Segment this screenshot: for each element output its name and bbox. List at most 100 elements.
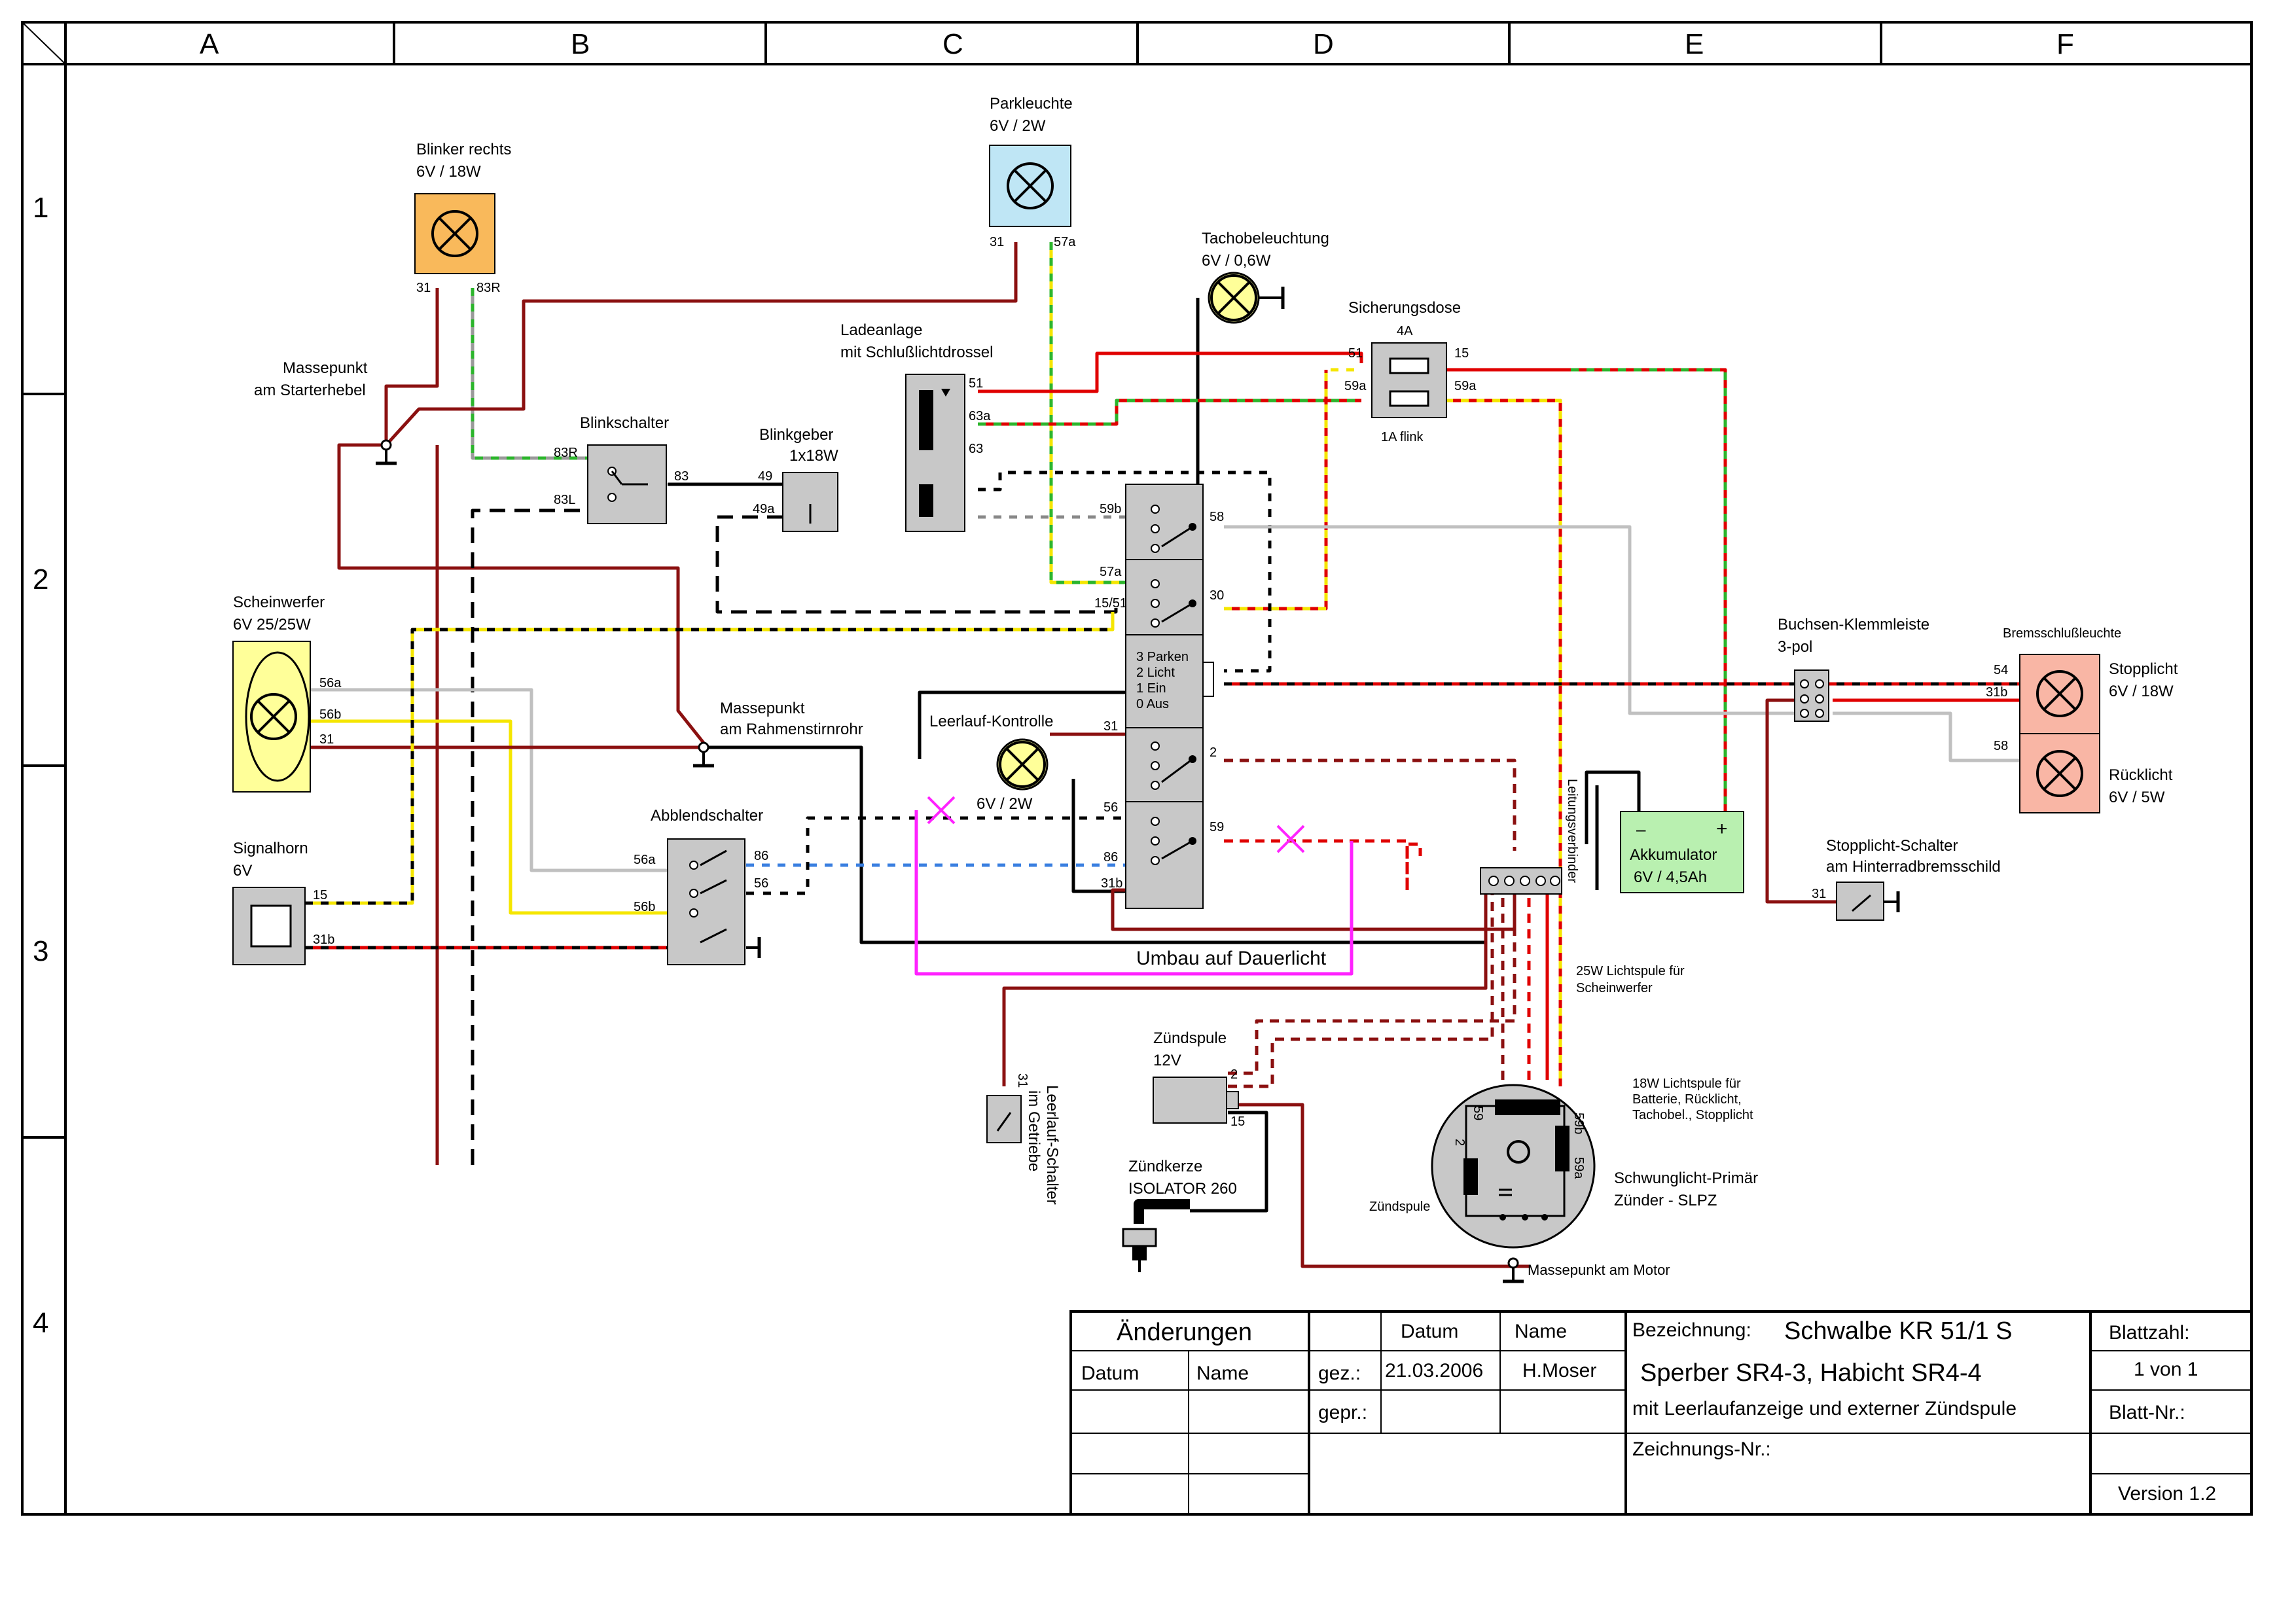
wire-blinker-rechts-ground xyxy=(384,288,439,445)
abblendschalter-t86: 86 xyxy=(754,849,768,863)
abblendschalter-box xyxy=(667,838,745,965)
wire-56 xyxy=(746,816,1140,895)
leerlauf-schalter-name2: im Getriebe xyxy=(1025,1090,1043,1171)
zuendschloss-legend-1: 1 Ein xyxy=(1136,681,1166,696)
leerlauf-schalter-box xyxy=(986,1095,1022,1143)
blinker-rechts-t83r: 83R xyxy=(476,281,501,295)
leerlauf-schalter-t31: 31 xyxy=(1015,1073,1030,1088)
zuendspule-t15: 15 xyxy=(1230,1115,1245,1129)
massepunkt-motor-node xyxy=(1507,1257,1519,1269)
wire-58 xyxy=(1224,525,1813,715)
blinkgeber-t49: 49 xyxy=(758,469,772,484)
signalhorn: Signalhorn 6V 15 31b xyxy=(232,840,334,965)
wire-coil-kerze xyxy=(1190,1111,1268,1213)
buchsen-name: Buchsen-Klemmleiste xyxy=(1778,616,1929,633)
slpz-t2: 2 xyxy=(1452,1139,1467,1146)
massepunkt-rahmen-name: Massepunkt xyxy=(720,700,805,717)
akku-minus: – xyxy=(1636,819,1646,839)
abblendschalter-t56a: 56a xyxy=(634,853,656,867)
wire-dauerlicht xyxy=(914,810,1354,976)
zuendschloss-t57a: 57a xyxy=(1100,565,1122,579)
fuse-4a-icon xyxy=(1389,357,1429,374)
tacho-rating: 6V / 0,6W xyxy=(1202,252,1271,270)
sicherung-t59a-l: 59a xyxy=(1344,379,1367,393)
buchsen-name2: 3-pol xyxy=(1778,638,1812,656)
umbau-label: Umbau auf Dauerlicht xyxy=(1136,948,1327,969)
wire-leerlauf-schalter xyxy=(1002,890,1488,1086)
wire-coil-15 xyxy=(1228,1103,1530,1268)
wires xyxy=(305,242,2020,1268)
wire-leerlauf-lamp xyxy=(918,690,1140,759)
abblendschalter-t56: 56 xyxy=(754,876,768,891)
slpz-name2: Zünder - SLPZ xyxy=(1614,1192,1717,1209)
zuendspule-name: Zündspule xyxy=(1153,1029,1227,1047)
zuendschloss-legend-0: 0 Aus xyxy=(1136,697,1169,711)
tachobeleuchtung: Tachobeleuchtung 6V / 0,6W xyxy=(1202,230,1329,324)
horn-icon xyxy=(250,904,292,948)
scheinwerfer-t56b: 56b xyxy=(319,707,341,722)
massepunkt-starter-ground-icon xyxy=(376,450,397,463)
slpz-t59a: 59a xyxy=(1571,1157,1586,1179)
blinker-rechts-t31: 31 xyxy=(416,281,431,295)
tb-aenderungen: Änderungen xyxy=(1117,1319,1252,1346)
zuendspule-rating: 12V xyxy=(1153,1052,1181,1069)
ladeanlage-core-icon xyxy=(919,390,933,450)
tb-title3: mit Leerlaufanzeige und externer Zündspu… xyxy=(1632,1398,2017,1419)
wire-63a-stripe xyxy=(978,399,1361,426)
wire-59 xyxy=(1224,839,1409,890)
lichtspule25-label: 25W Lichtspule für xyxy=(1576,964,1685,978)
zuendschloss-box xyxy=(1125,484,1204,909)
wire-31b-stop xyxy=(1765,698,1847,904)
leitungsverbinder: Leitungsverbinder xyxy=(1480,779,1579,895)
diode-icon xyxy=(941,389,950,397)
lichtspule18-label2: Batterie, Rücklicht, xyxy=(1632,1092,1742,1107)
fuse-1a-icon xyxy=(1389,390,1429,407)
wire-83r-stripe xyxy=(471,288,592,460)
wire-83l xyxy=(471,508,592,1165)
tb-blattzahl-label: Blattzahl: xyxy=(2109,1322,2189,1344)
parkleuchte-t31: 31 xyxy=(990,235,1004,249)
zuendschloss-t58: 58 xyxy=(1210,510,1224,524)
ladeanlage-t63: 63 xyxy=(969,442,983,456)
massepunkt-starter-name: Massepunkt xyxy=(283,359,368,377)
sicherungsdose: Sicherungsdose 4A 1A flink 51 15 59a 59a xyxy=(1344,299,1477,444)
grid-row-4: 4 xyxy=(33,1307,48,1339)
bremsschluss-name: Bremsschlußleuchte xyxy=(2003,626,2121,641)
stopplicht-schalter-box xyxy=(1836,882,1884,921)
akku-name: Akkumulator xyxy=(1630,846,1717,864)
scheinwerfer-t56a: 56a xyxy=(319,676,342,690)
wire-63a xyxy=(978,399,1361,426)
parkleuchte-name: Parkleuchte xyxy=(990,95,1073,113)
abblendschalter-name: Abblendschalter xyxy=(651,807,763,825)
grid-col-e: E xyxy=(1685,28,1704,60)
blinkschalter-t83r: 83R xyxy=(554,446,578,460)
scheinwerfer-name: Scheinwerfer xyxy=(233,594,325,611)
stopplicht-schalter-t31: 31 xyxy=(1812,887,1826,901)
blinker-rechts-name: Blinker rechts xyxy=(416,141,511,158)
sicherung-t51: 51 xyxy=(1348,346,1363,361)
parkleuchte-rating: 6V / 2W xyxy=(990,117,1046,135)
scheinwerfer-rating: 6V 25/25W xyxy=(233,616,311,633)
wire-30-stripe xyxy=(1224,368,1361,611)
wire-coil-2 xyxy=(1228,890,1516,1075)
massepunkt-rahmen-name2: am Rahmenstirnrohr xyxy=(720,721,863,738)
wire-56a xyxy=(310,688,668,872)
massepunkt-starter-name2: am Starterhebel xyxy=(254,382,366,399)
grid-row-1: 1 xyxy=(33,192,48,224)
tb-title1: Schwalbe KR 51/1 S xyxy=(1784,1317,2013,1345)
leerlauf-schalter-name: Leerlauf-Schalter xyxy=(1043,1085,1061,1205)
zuendspule-t2: 2 xyxy=(1230,1067,1238,1082)
massepunkt-starter-node xyxy=(380,439,392,451)
scheinwerfer-box xyxy=(232,641,311,793)
massepunkt-starter: Massepunkt am Starterhebel xyxy=(254,359,397,463)
wire-59a-right-stripe xyxy=(1445,399,1562,1086)
grid-row-2: 2 xyxy=(33,563,48,596)
slpz-t59: 59 xyxy=(1471,1106,1485,1120)
zuendspule: Zündspule 12V 2 15 xyxy=(1153,1029,1245,1129)
stopplicht-schalter-name: Stopplicht-Schalter xyxy=(1826,837,1958,855)
grid-row-3: 3 xyxy=(33,935,48,967)
spark-plug-cable-icon xyxy=(1134,1199,1190,1224)
zuendschloss-t59: 59 xyxy=(1210,820,1224,834)
grid-col-d: D xyxy=(1313,28,1334,60)
